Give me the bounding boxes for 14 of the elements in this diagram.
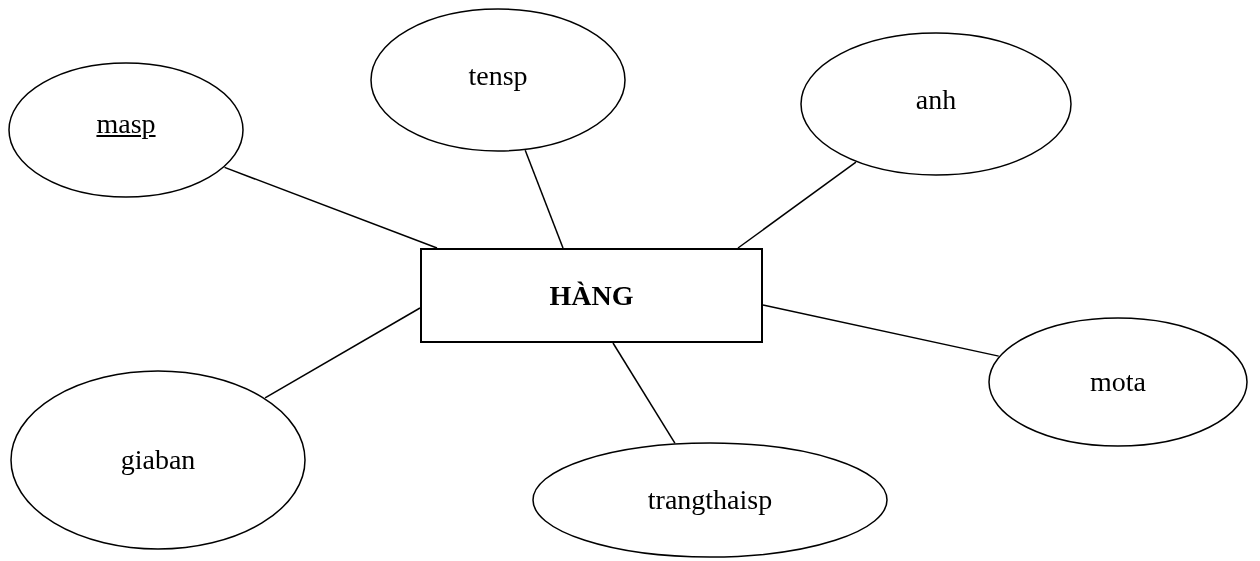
connector-line bbox=[762, 304, 1000, 357]
attribute-name: tensp bbox=[468, 60, 528, 92]
connector-line bbox=[223, 166, 438, 249]
connector-line bbox=[264, 307, 421, 399]
attribute-name: trangthaisp bbox=[647, 484, 773, 516]
entity-box bbox=[420, 248, 763, 343]
attribute-name: anh bbox=[915, 84, 957, 116]
key-attribute-name: masp bbox=[96, 108, 156, 140]
connector-line bbox=[737, 161, 857, 249]
attribute-name: giaban bbox=[120, 444, 196, 476]
connector-line bbox=[524, 149, 564, 249]
attribute-name: mota bbox=[1090, 366, 1146, 398]
entity-name: HÀNG bbox=[549, 279, 634, 312]
connector-line bbox=[612, 342, 676, 444]
